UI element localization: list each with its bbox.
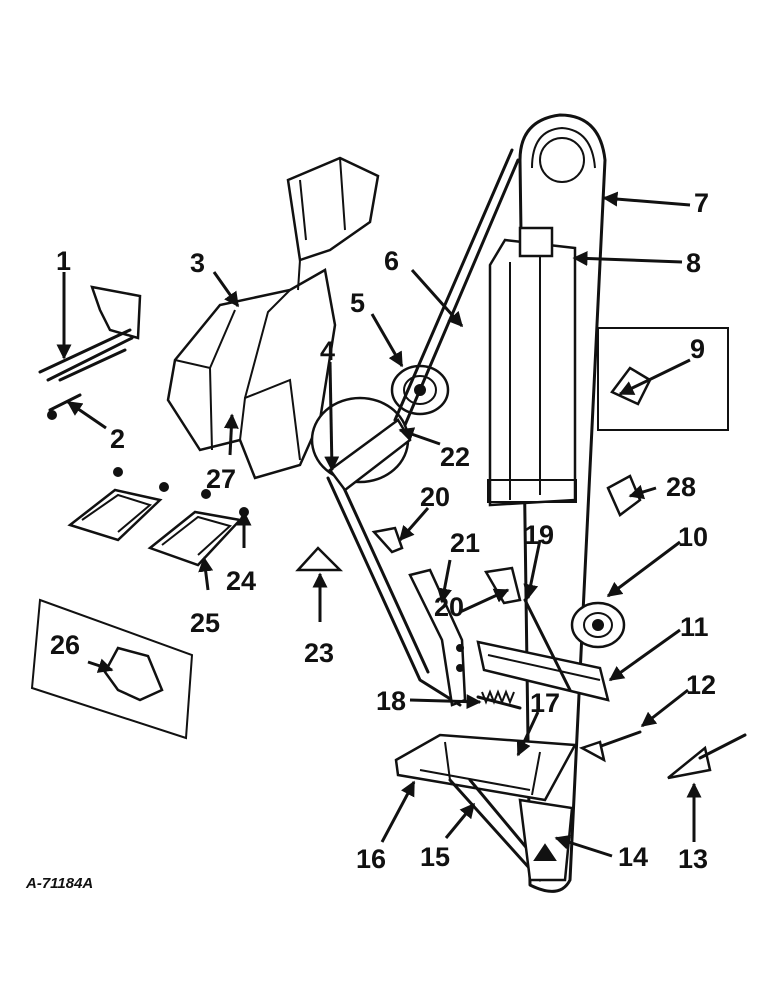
callout-23: 23 xyxy=(304,638,334,668)
channel-bar xyxy=(476,640,610,702)
callout-9: 9 xyxy=(690,334,705,364)
bracket-rod-assembly xyxy=(38,285,142,420)
belt xyxy=(393,148,520,427)
callout-27: 27 xyxy=(206,464,236,494)
inset-box-26 xyxy=(30,598,194,740)
callout-18: 18 xyxy=(376,686,406,716)
inset-box-9 xyxy=(597,327,729,431)
support-arm xyxy=(408,568,467,707)
callout-21: 21 xyxy=(450,528,480,558)
callout-8: 8 xyxy=(686,248,701,278)
callout-20b: 20 xyxy=(434,592,464,622)
callout-3: 3 xyxy=(190,248,205,278)
callout-7: 7 xyxy=(694,188,709,218)
leader-lines xyxy=(56,191,702,858)
spout-chute xyxy=(166,156,380,480)
clip-20a xyxy=(371,526,404,554)
bar-19 xyxy=(523,598,572,692)
callout-25: 25 xyxy=(190,608,220,638)
callout-5: 5 xyxy=(350,288,365,318)
latch-assembly-left xyxy=(67,467,169,542)
callout-2: 2 xyxy=(110,424,125,454)
callout-26: 26 xyxy=(50,630,80,660)
callout-24: 24 xyxy=(226,566,256,596)
callout-20a: 20 xyxy=(420,482,450,512)
pulley-lower xyxy=(570,601,626,649)
callout-10: 10 xyxy=(678,522,708,552)
lower-housing xyxy=(518,798,574,882)
drawing-reference: A-71184A xyxy=(25,875,93,892)
callout-1: 1 xyxy=(56,246,71,276)
pin-12 xyxy=(578,730,642,763)
wedge-23 xyxy=(295,546,344,572)
long-rod xyxy=(326,473,462,707)
callout-28: 28 xyxy=(666,472,696,502)
pin-13 xyxy=(667,733,747,780)
callout-12: 12 xyxy=(686,670,716,700)
elevator-belt xyxy=(518,113,607,893)
callout-16: 16 xyxy=(356,844,386,874)
callout-labels: 1 2 3 4 5 6 7 8 9 10 11 12 13 14 15 16 1… xyxy=(50,188,716,874)
elevator-tube xyxy=(487,226,577,507)
callout-19: 19 xyxy=(524,520,554,550)
latch-assembly-right xyxy=(147,489,249,567)
callout-6: 6 xyxy=(384,246,399,276)
callout-14: 14 xyxy=(618,842,648,872)
housing-disc xyxy=(310,396,412,492)
callout-13: 13 xyxy=(678,844,708,874)
callout-11: 11 xyxy=(680,612,709,642)
spring-18 xyxy=(476,689,522,710)
callout-17: 17 xyxy=(530,688,560,718)
callout-4: 4 xyxy=(320,336,335,366)
callout-15: 15 xyxy=(420,842,450,872)
callout-22: 22 xyxy=(440,442,470,472)
